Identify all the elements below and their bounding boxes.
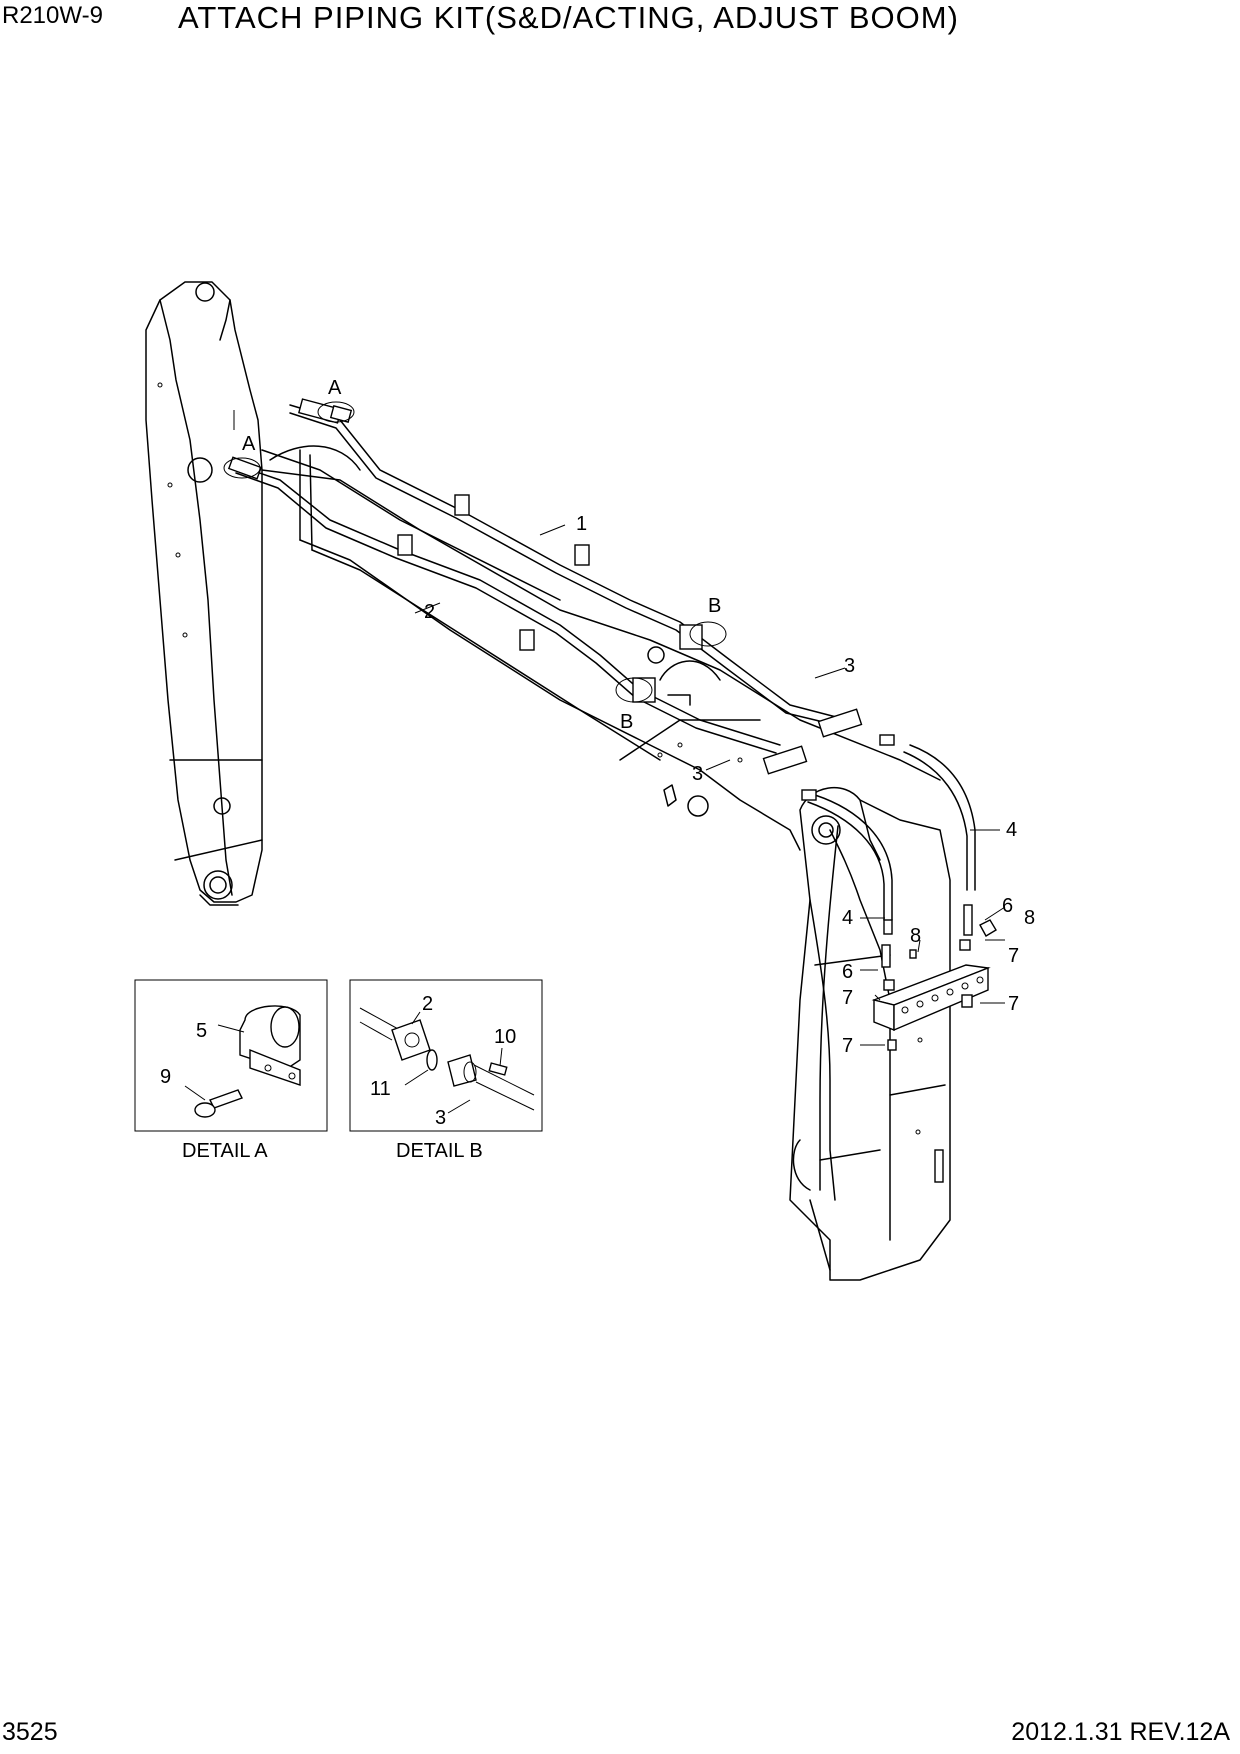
callout-7: 7 xyxy=(1008,993,1019,1015)
fittings xyxy=(187,398,895,801)
detail-b-label-2: 2 xyxy=(422,993,433,1015)
callout-3: 3 xyxy=(692,763,703,785)
detail-a-label-9: 9 xyxy=(160,1066,171,1088)
callout-8: 8 xyxy=(910,925,921,947)
boom-upper-arm xyxy=(261,445,941,851)
model-number: R210W-9 xyxy=(2,2,103,29)
callout-6: 6 xyxy=(842,961,853,983)
arm-right xyxy=(789,786,951,1281)
detail-b-label-10: 10 xyxy=(494,1026,516,1048)
callout-8: 8 xyxy=(1024,907,1035,929)
page-number: 3525 xyxy=(2,1718,58,1746)
revision-date: 2012.1.31 REV.12A xyxy=(1011,1718,1230,1746)
page-title: ATTACH PIPING KIT(S&D/ACTING, ADJUST BOO… xyxy=(178,0,959,35)
callout-A: A xyxy=(242,433,256,455)
boom-left xyxy=(145,281,263,906)
callout-7: 7 xyxy=(1008,945,1019,967)
detail-b-caption: DETAIL B xyxy=(396,1140,483,1162)
callout-B: B xyxy=(708,595,721,617)
callout-3: 3 xyxy=(844,655,855,677)
callout-2: 2 xyxy=(424,601,435,623)
callout-6: 6 xyxy=(1002,895,1013,917)
callout-leaders xyxy=(414,524,1006,1046)
detail-b-panel: 2 10 11 3 DETAIL B xyxy=(349,979,543,1162)
callout-B: B xyxy=(620,711,633,733)
detail-b-label-11: 11 xyxy=(370,1078,391,1100)
manifold-block xyxy=(871,904,997,1051)
callout-7: 7 xyxy=(842,987,853,1009)
callout-A: A xyxy=(328,377,342,399)
detail-b-label-3: 3 xyxy=(435,1107,446,1129)
callout-7: 7 xyxy=(842,1035,853,1057)
callout-1: 1 xyxy=(576,513,587,535)
callout-4: 4 xyxy=(1006,819,1017,841)
detail-a-caption: DETAIL A xyxy=(182,1140,268,1162)
pipe-lines xyxy=(235,404,976,1191)
detail-a-label-5: 5 xyxy=(196,1020,207,1042)
callout-numbers: 1 2 3 3 4 4 6 6 7 7 7 7 8 8 A A B B xyxy=(242,377,1035,1057)
detail-a-panel: 5 9 DETAIL A xyxy=(134,979,328,1162)
callout-4: 4 xyxy=(842,907,853,929)
